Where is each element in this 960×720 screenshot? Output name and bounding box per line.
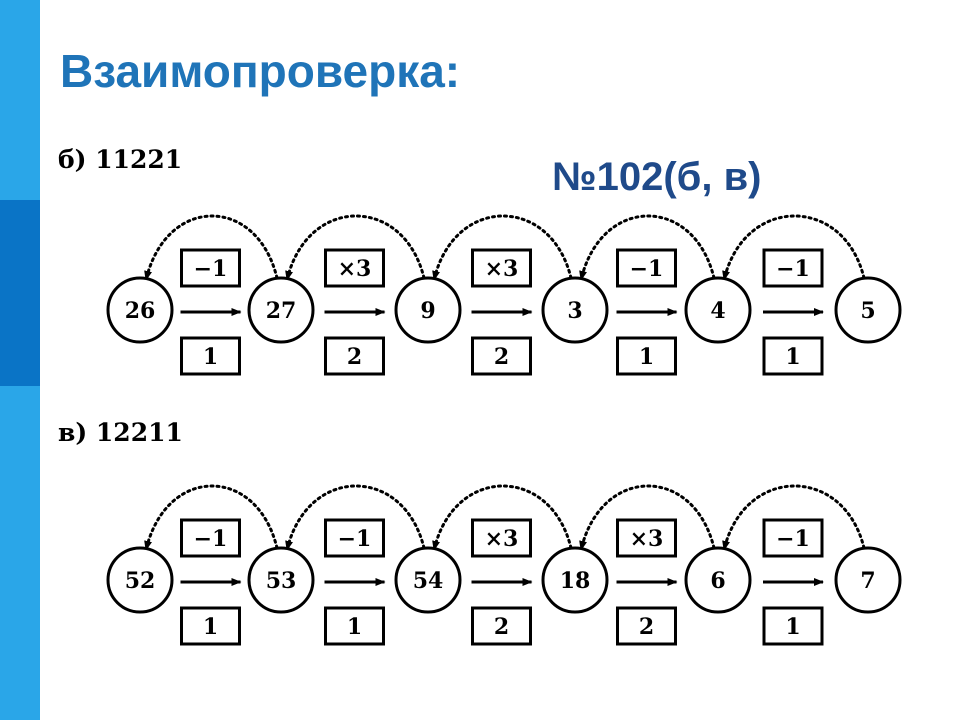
node-value: 52 (125, 568, 156, 594)
node-value: 7 (860, 568, 875, 594)
back-arc (722, 214, 866, 282)
node-circle (394, 276, 462, 344)
node-value: 54 (413, 568, 444, 594)
node-circle (247, 546, 315, 614)
code-box (180, 606, 241, 646)
operation-box (180, 518, 241, 558)
node-value: 5 (860, 298, 875, 324)
code-label: 1 (203, 614, 218, 640)
operation-label: −1 (338, 526, 372, 552)
node-circle (394, 546, 462, 614)
node-value: 3 (567, 298, 582, 324)
operation-box (180, 248, 241, 288)
node-value: 53 (266, 568, 297, 594)
back-arc (285, 484, 426, 552)
node-value: 9 (420, 298, 435, 324)
code-label: 2 (494, 614, 509, 640)
operation-label: ×3 (485, 256, 519, 282)
code-label: 1 (785, 614, 800, 640)
back-arc (285, 214, 426, 282)
section-label-v: в) 12211 (58, 418, 183, 447)
code-box (471, 336, 532, 376)
operation-box (471, 248, 532, 288)
node-circle (834, 276, 902, 344)
code-label: 2 (347, 344, 362, 370)
node-circle (684, 546, 752, 614)
operation-label: ×3 (485, 526, 519, 552)
diagram-b: 26 27 9 3 4 5 −1 1 ×3 2 ×3 2 −1 1 −1 1 (106, 214, 902, 376)
code-box (616, 336, 677, 376)
node-circle (106, 276, 174, 344)
diagram-v: 52 53 54 18 6 7 −1 1 −1 1 ×3 2 ×3 2 −1 1 (106, 484, 902, 646)
node-circle (834, 546, 902, 614)
node-value: 26 (125, 298, 156, 324)
back-arc (432, 214, 573, 282)
back-arc (579, 484, 716, 552)
code-label: 1 (639, 344, 654, 370)
code-label: 1 (785, 344, 800, 370)
code-label: 2 (639, 614, 654, 640)
operation-box (762, 518, 824, 558)
back-arc (579, 214, 716, 282)
node-circle (106, 546, 174, 614)
operation-label: ×3 (338, 256, 372, 282)
node-value: 6 (710, 568, 725, 594)
node-circle (541, 546, 609, 614)
code-label: 2 (494, 344, 509, 370)
code-box (471, 606, 532, 646)
code-label: 1 (347, 614, 362, 640)
operation-label: −1 (194, 256, 228, 282)
operation-box (762, 248, 824, 288)
code-box (180, 336, 241, 376)
code-box (324, 336, 385, 376)
operation-box (324, 248, 385, 288)
operation-box (616, 248, 677, 288)
slide-title: Взаимопроверка: (60, 45, 461, 97)
node-circle (541, 276, 609, 344)
back-arc (144, 214, 279, 282)
operation-label: ×3 (630, 526, 664, 552)
node-circle (684, 276, 752, 344)
node-value: 4 (710, 298, 725, 324)
node-value: 27 (266, 298, 297, 324)
code-box (616, 606, 677, 646)
code-label: 1 (203, 344, 218, 370)
operation-box (616, 518, 677, 558)
back-arc (432, 484, 573, 552)
sidebar-accent (0, 200, 40, 386)
code-box (762, 336, 824, 376)
node-value: 18 (560, 568, 591, 594)
back-arc (144, 484, 279, 552)
node-circle (247, 276, 315, 344)
operation-label: −1 (194, 526, 228, 552)
operation-box (324, 518, 385, 558)
operation-label: −1 (776, 256, 810, 282)
operation-box (471, 518, 532, 558)
section-label-b: б) 11221 (58, 145, 183, 174)
operation-label: −1 (776, 526, 810, 552)
code-box (762, 606, 824, 646)
code-box (324, 606, 385, 646)
back-arc (722, 484, 866, 552)
operation-label: −1 (630, 256, 664, 282)
task-number: №102(б, в) (552, 155, 762, 199)
